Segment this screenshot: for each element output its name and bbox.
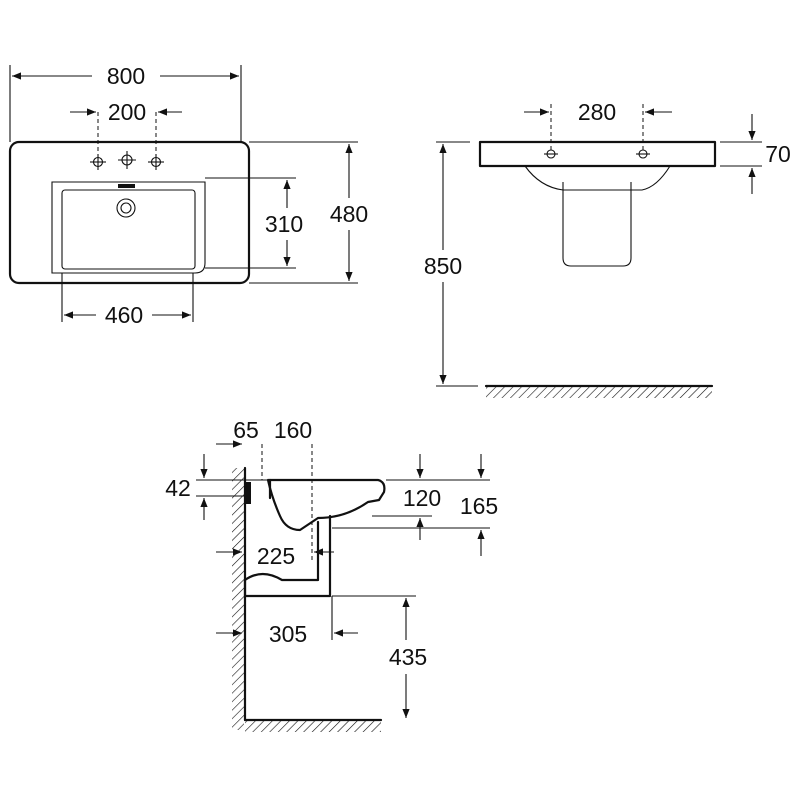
dim-depth: 480 — [330, 201, 368, 227]
floor-hatch — [486, 386, 712, 398]
front-view: 280 70 850 — [424, 99, 791, 398]
side-floor-hatch — [245, 720, 381, 732]
dim-projection: 305 — [269, 621, 307, 647]
dim-bowl-height: 120 — [403, 485, 441, 511]
dim-fixing-spacing: 280 — [578, 99, 616, 125]
side-view: 65 160 42 120 165 225 305 435 — [165, 417, 498, 732]
pedestal-side-profile — [243, 514, 332, 598]
basin-underside — [524, 165, 671, 191]
tap-hole-center-icon — [118, 151, 136, 169]
basin-top-outline — [8, 140, 251, 285]
tap-hole-left-icon — [90, 154, 106, 170]
top-view: 800 200 460 310 480 — [8, 63, 368, 328]
overflow-slot — [118, 184, 135, 188]
dim-bowl-depth: 310 — [265, 211, 303, 237]
basin-side-profile — [266, 478, 386, 532]
dim-width: 800 — [107, 63, 145, 89]
fixing-hole-right-icon — [636, 149, 650, 159]
bowl-outer-outline — [51, 181, 206, 274]
dim-tap-spacing: 200 — [108, 99, 146, 125]
dim-bowl-width: 460 — [105, 302, 143, 328]
dim-mount-height: 850 — [424, 253, 462, 279]
fixing-hole-left-icon — [544, 149, 558, 159]
dim-pedestal-offset: 225 — [257, 543, 295, 569]
bowl-inner-outline — [61, 189, 196, 270]
dim-rim-offset: 42 — [165, 475, 191, 501]
wall-hatch — [232, 468, 244, 730]
drain-icon — [116, 198, 136, 218]
pedestal-front — [562, 182, 632, 267]
dim-tap-distance: 160 — [274, 417, 312, 443]
basin-front-outline — [478, 140, 717, 168]
dim-basin-height: 165 — [460, 493, 498, 519]
dim-rim-height: 70 — [765, 141, 791, 167]
dim-wall-offset: 65 — [233, 417, 259, 443]
dim-floor-clearance: 435 — [389, 644, 427, 670]
wall-bracket — [246, 482, 251, 504]
tap-hole-right-icon — [148, 154, 164, 170]
